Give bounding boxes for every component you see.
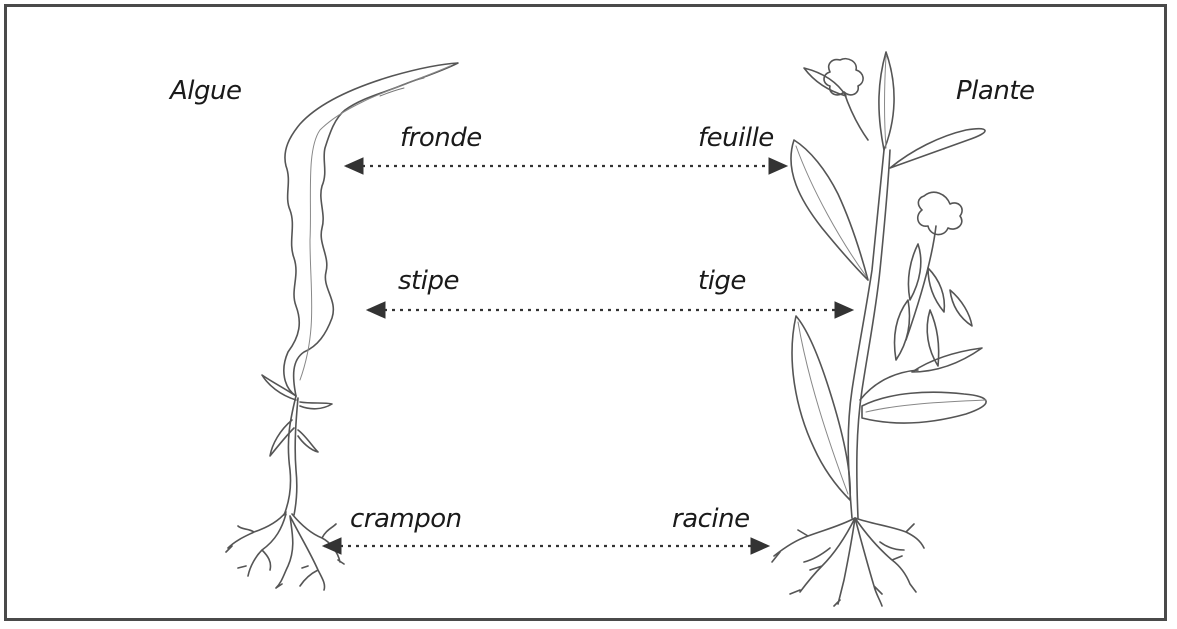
plant-illustration (772, 52, 986, 606)
algae-stipe (284, 396, 298, 515)
plant-leaf-upper (791, 140, 868, 280)
label-feuille: feuille (698, 123, 774, 153)
algae-holdfast (226, 512, 344, 590)
plant-stem (848, 150, 890, 518)
correspondence-arrows (324, 166, 852, 546)
plant-flower-top (824, 59, 868, 140)
label-racine: racine (672, 504, 750, 534)
label-crampon: crampon (350, 504, 462, 534)
title-algae: Algue (170, 76, 242, 106)
label-tige: tige (698, 266, 746, 296)
plant-roots (772, 518, 924, 606)
plant-flower-side (906, 192, 962, 340)
label-fronde: fronde (400, 123, 482, 153)
title-plant: Plante (956, 76, 1035, 106)
plant-leaf-lower (792, 316, 850, 500)
label-stipe: stipe (398, 266, 459, 296)
